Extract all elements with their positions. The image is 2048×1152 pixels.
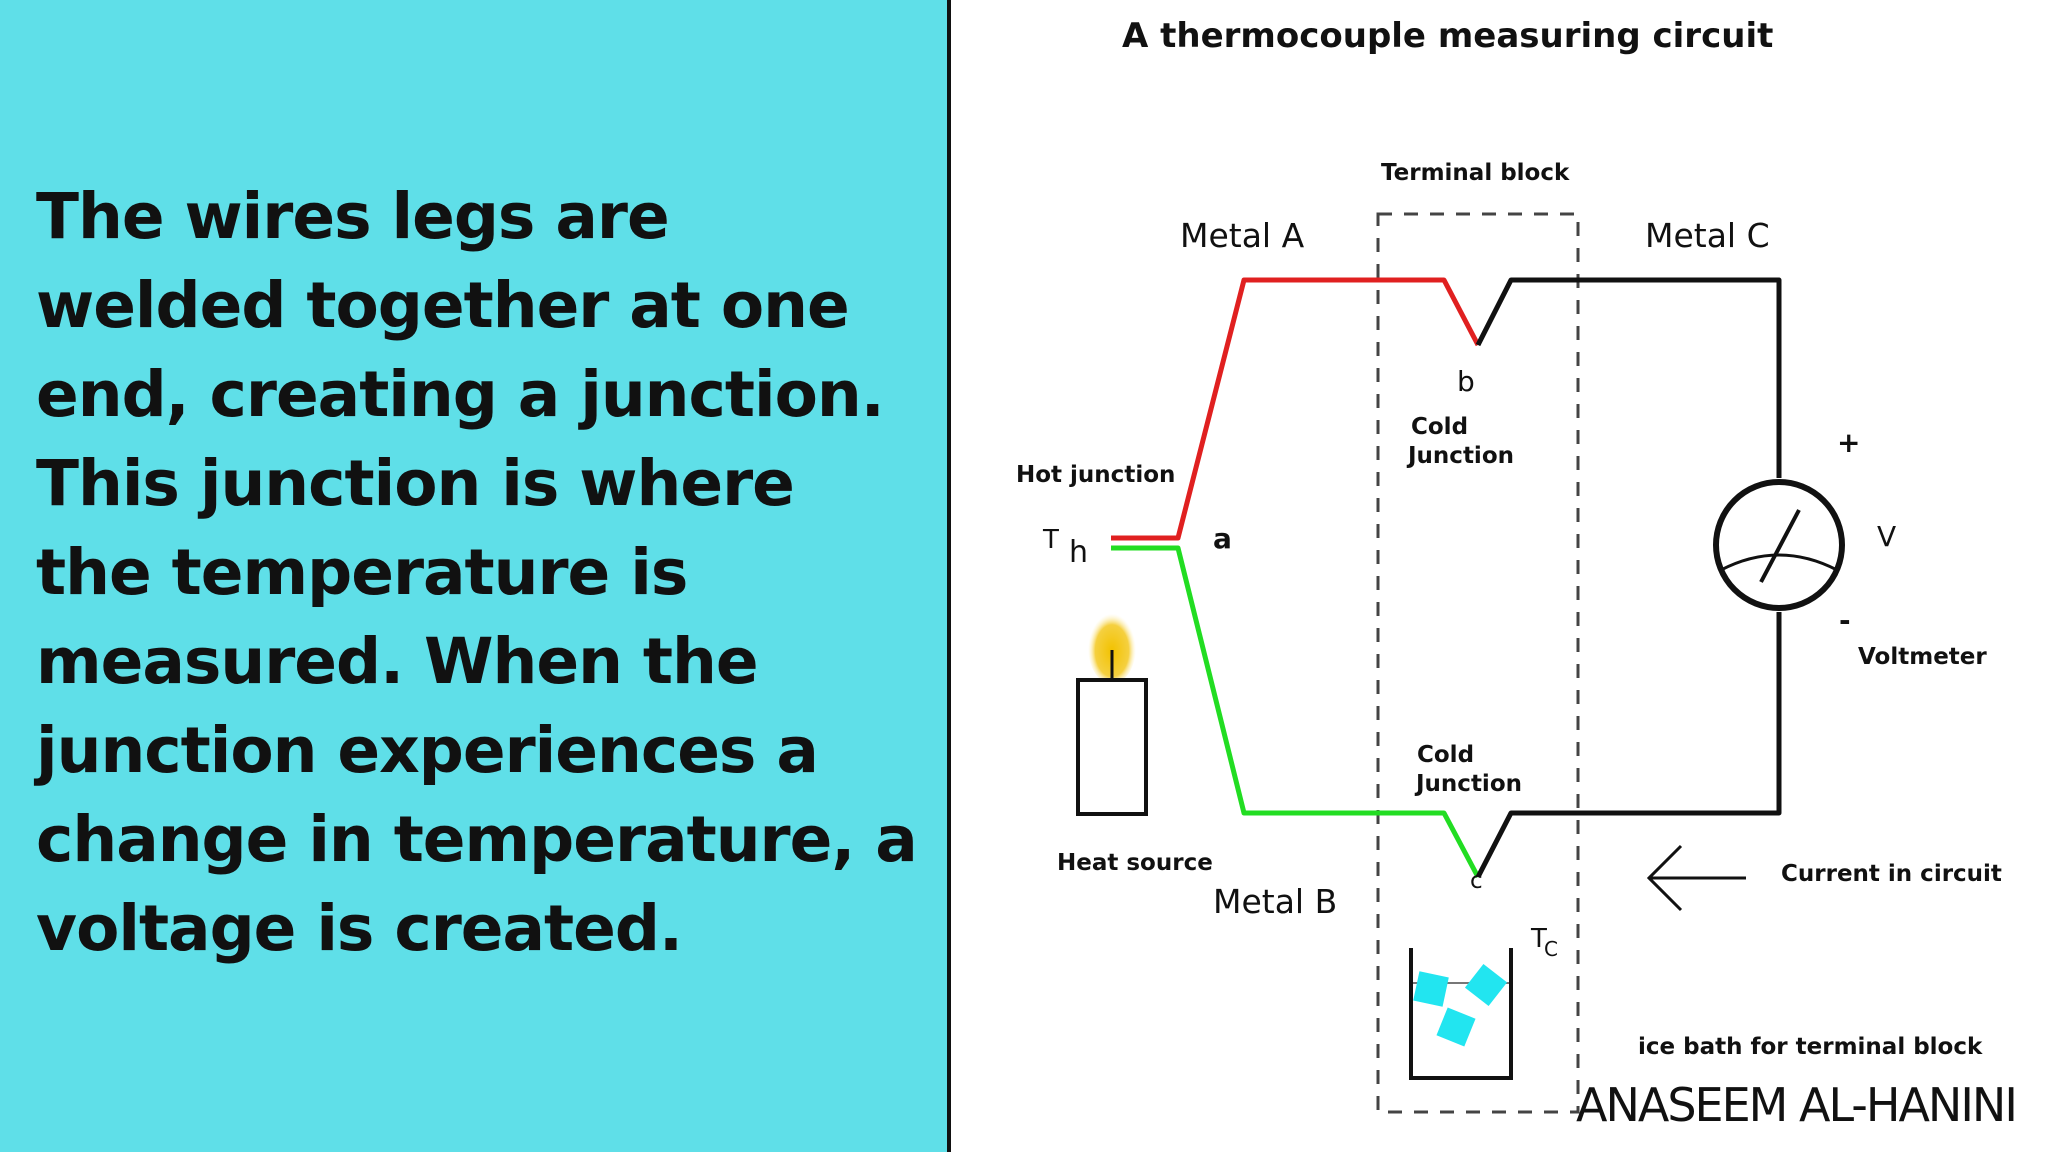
current-arrow-icon [1646,844,1683,912]
ice-cube-3-icon [1436,1007,1476,1047]
ice-bath-label: ice bath for terminal block [1638,1034,1983,1060]
ice-cube-2-icon [1464,963,1508,1007]
metal-b-wire [1111,545,1481,879]
metal-c-wire-top [1475,277,1782,478]
thermocouple-diagram: A thermocouple measuring circuit Termina… [951,0,2048,1152]
point-b-label: b [1457,365,1475,398]
th-subscript: h [1069,535,1088,570]
voltmeter-needle [1759,509,1801,583]
ice-cube-1-icon [1413,971,1449,1007]
diagram-title: A thermocouple measuring circuit [1122,16,1773,56]
tc-label: T [1530,924,1547,954]
terminal-block-label: Terminal block [1381,160,1570,186]
cold-junction-top-label-1: Cold [1411,414,1468,440]
author-credit: ANASEEM AL-HANINI [1576,1078,2018,1132]
metal-c-wire-bottom [1475,612,1782,879]
circuit-svg: A thermocouple measuring circuit Termina… [1016,16,2002,1114]
tc-subscript: C [1544,937,1558,961]
cold-junction-bottom-label-2: Junction [1414,771,1522,797]
cold-junction-bottom-label-1: Cold [1417,742,1474,768]
candle-icon [1076,678,1148,816]
metal-b-label: Metal B [1213,882,1337,921]
flame-icon [1088,610,1136,684]
minus-label: - [1839,604,1851,637]
th-label: T [1042,525,1059,555]
text-panel: The wires legs are welded together at on… [0,0,947,1152]
point-a-label: a [1213,522,1232,555]
v-label: V [1877,520,1896,553]
metal-c-label: Metal C [1645,216,1770,255]
metal-a-wire [1111,277,1481,541]
voltmeter-scale [1720,553,1838,572]
explanation-text: The wires legs are welded together at on… [36,180,918,965]
current-label: Current in circuit [1781,861,2002,887]
voltmeter-label: Voltmeter [1858,644,1987,670]
divider [947,0,951,1152]
point-c-label: c [1470,868,1483,894]
heat-source-label: Heat source [1057,850,1213,876]
ice-bath-container [1409,948,1513,1080]
terminal-block-box [1376,212,1580,1114]
plus-label: + [1837,426,1860,459]
cold-junction-top-label-2: Junction [1406,443,1514,469]
metal-a-label: Metal A [1180,216,1305,255]
hot-junction-label: Hot junction [1016,462,1175,488]
